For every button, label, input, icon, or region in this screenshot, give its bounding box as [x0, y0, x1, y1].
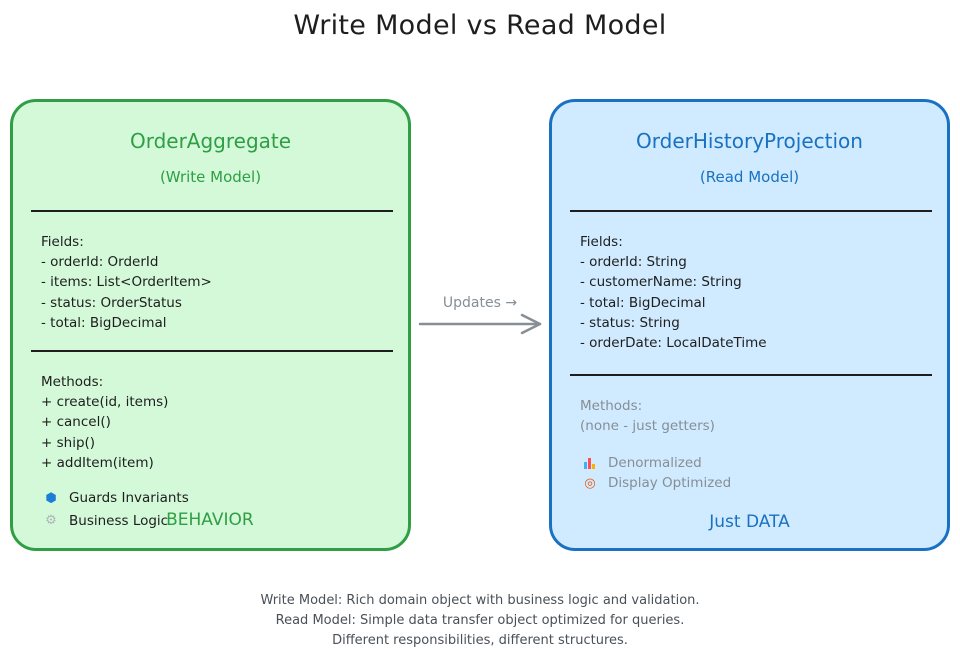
updates-arrow	[418, 313, 542, 335]
read-model-badge-display: ◎ Display Optimized	[582, 475, 731, 491]
write-model-badge-logic: ⚙ Business LogicBEHAVIOR	[43, 510, 254, 530]
read-model-divider-top	[570, 210, 932, 212]
footer-note: Write Model: Rich domain object with bus…	[0, 591, 960, 651]
read-model-fields: Fields: - orderId: String - customerName…	[580, 234, 767, 352]
badge-label: Business LogicBEHAVIOR	[69, 510, 254, 530]
business-logic-label: Business Logic	[69, 513, 169, 529]
read-model-divider-bottom	[570, 374, 932, 376]
write-model-box: OrderAggregate (Write Model) Fields: - o…	[10, 99, 411, 551]
write-model-fields: Fields: - orderId: OrderId - items: List…	[41, 234, 212, 331]
target-icon: ◎	[584, 475, 596, 491]
write-model-divider-bottom	[31, 350, 393, 352]
read-model-box: OrderHistoryProjection (Read Model) Fiel…	[549, 99, 950, 551]
read-model-name: OrderHistoryProjection	[636, 129, 863, 153]
badge-label: Guards Invariants	[69, 490, 189, 506]
footer-line: Different responsibilities, different st…	[332, 633, 628, 648]
read-model-badge-denormalized: Denormalized	[582, 455, 702, 471]
gear-icon: ⚙	[45, 512, 57, 528]
updates-arrow-label: Updates →	[442, 295, 518, 311]
bar-chart-icon	[584, 457, 596, 469]
badge-label: Denormalized	[608, 455, 702, 471]
behavior-emphasis: BEHAVIOR	[166, 510, 254, 530]
write-model-methods: Methods: + create(id, items) + cancel() …	[41, 374, 169, 471]
write-model-badge-invariants: ⬢ Guards Invariants	[43, 490, 189, 506]
badge-label: Display Optimized	[608, 475, 732, 491]
read-model-methods: Methods: (none - just getters)	[580, 398, 715, 435]
write-model-divider-top	[31, 210, 393, 212]
footer-line: Read Model: Simple data transfer object …	[275, 613, 685, 628]
diagram-title: Write Model vs Read Model	[293, 10, 667, 41]
read-model-subtitle: (Read Model)	[699, 168, 800, 186]
footer-line: Write Model: Rich domain object with bus…	[260, 593, 700, 608]
write-model-name: OrderAggregate	[129, 129, 292, 153]
shield-icon: ⬢	[45, 490, 57, 506]
just-data-emphasis: Just DATA	[709, 512, 790, 532]
write-model-subtitle: (Write Model)	[159, 168, 262, 186]
